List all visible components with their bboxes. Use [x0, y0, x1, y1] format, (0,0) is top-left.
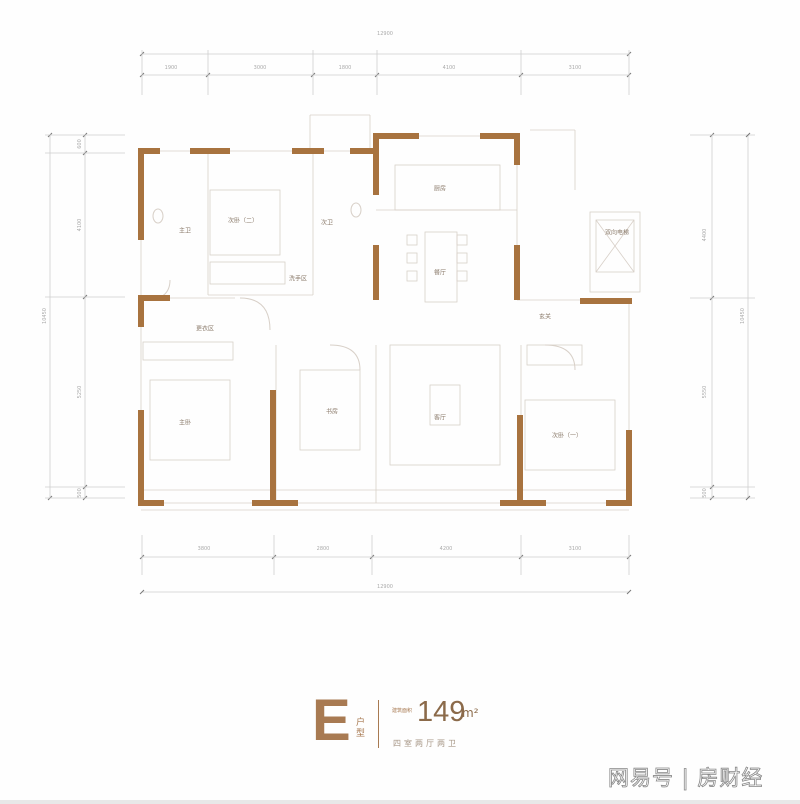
room-label-second-bath: 次卫	[320, 219, 334, 227]
dim-tick	[745, 495, 751, 501]
dim-top-2: 3000	[253, 65, 267, 71]
structural-wall	[480, 133, 520, 139]
chair-icon	[456, 252, 468, 264]
structural-wall	[373, 245, 379, 300]
structural-wall	[626, 430, 632, 506]
dim-bottom-3: 4200	[439, 546, 453, 552]
dim-left-total: 10450	[42, 308, 48, 324]
bed-icon	[149, 379, 231, 461]
unit-type-letter: E	[312, 688, 351, 753]
area-label: 建筑面积	[392, 708, 413, 714]
wardrobe-icon	[209, 261, 286, 285]
toilet-icon	[350, 202, 362, 218]
area-unit: m²	[462, 706, 479, 720]
dim-top-3: 1800	[338, 65, 352, 71]
structural-wall	[252, 500, 298, 506]
dining-table-icon	[424, 231, 458, 303]
structural-wall	[292, 148, 324, 154]
structural-wall	[373, 133, 419, 139]
structural-wall	[190, 148, 230, 154]
dim-right-3: 500	[702, 488, 708, 498]
room-label-study: 书房	[325, 408, 339, 416]
structural-wall	[514, 133, 520, 165]
room-label-dressing: 更衣区	[195, 325, 215, 333]
bed-icon	[209, 189, 281, 256]
dim-bottom-2: 2800	[316, 546, 330, 552]
chair-icon	[456, 234, 468, 246]
room-label-kitchen: 厨房	[433, 185, 447, 193]
room-label-bedroom2: 次卧（二）	[227, 217, 259, 225]
elevator-car	[595, 219, 635, 273]
room-label-master-bedroom: 主卧	[178, 419, 192, 427]
structural-wall	[138, 295, 170, 301]
structural-wall	[517, 415, 523, 505]
chair-icon	[406, 252, 418, 264]
elevator-shaft	[589, 211, 641, 293]
door-swing-icon	[544, 344, 576, 371]
toilet-icon	[152, 208, 164, 224]
layout-description: 四室两厅两卫	[393, 739, 459, 748]
door-swing-icon	[329, 344, 361, 371]
bottom-divider	[0, 800, 800, 804]
dim-top-total: 12900	[377, 31, 393, 37]
dim-left-1: 600	[77, 139, 83, 149]
room-label-bedroom1: 次卧（一）	[551, 432, 583, 440]
structural-wall	[580, 298, 632, 304]
room-label-foyer: 玄关	[538, 313, 552, 321]
dim-left-2: 4100	[77, 218, 83, 232]
door-swing-icon	[239, 297, 271, 331]
dim-top-4: 4100	[442, 65, 456, 71]
title-divider	[378, 700, 379, 748]
room-label-dining: 餐厅	[433, 269, 447, 277]
structural-wall	[138, 148, 160, 154]
room-label-wash-area: 洗手区	[288, 275, 308, 283]
dim-right-total: 10450	[740, 308, 746, 324]
structural-wall	[138, 295, 144, 327]
desk-icon	[299, 369, 361, 451]
kitchen-counter-icon	[394, 164, 501, 211]
chair-icon	[406, 234, 418, 246]
structural-wall	[514, 245, 520, 300]
elevator-cross	[595, 219, 635, 273]
dim-bottom-1: 3800	[197, 546, 211, 552]
wardrobe-icon	[142, 341, 234, 361]
structural-wall	[606, 500, 632, 506]
chair-icon	[406, 270, 418, 282]
structural-wall	[138, 410, 144, 506]
watermark: 网易号 | 房财经	[608, 766, 764, 791]
structural-wall	[138, 500, 164, 506]
dim-bottom-4: 3100	[568, 546, 582, 552]
structural-wall	[373, 133, 379, 195]
dim-tick	[745, 132, 751, 138]
sofa-area-icon	[389, 344, 501, 466]
dim-top-1: 1900	[164, 65, 178, 71]
structural-wall	[270, 390, 276, 506]
room-label-elevator: 双向电梯	[604, 229, 630, 237]
dim-bottom-total: 12900	[377, 584, 393, 590]
structural-wall	[350, 148, 376, 154]
room-label-master-bath: 主卫	[178, 227, 192, 235]
structural-wall	[138, 148, 144, 240]
chair-icon	[456, 270, 468, 282]
area-value: 149	[417, 696, 466, 728]
dim-top-5: 3100	[568, 65, 582, 71]
dim-tick	[139, 589, 145, 595]
dim-right-1: 4400	[702, 228, 708, 242]
room-label-living: 客厅	[433, 414, 447, 422]
structural-wall	[500, 500, 546, 506]
dim-tick	[626, 589, 632, 595]
dim-left-4: 500	[77, 488, 83, 498]
unit-type-word: 户型	[356, 718, 366, 739]
wardrobe-icon	[526, 344, 583, 366]
coffee-table-icon	[429, 384, 461, 426]
dim-right-2: 5550	[702, 385, 708, 399]
bed-icon	[524, 399, 616, 471]
dim-left-3: 5250	[77, 385, 83, 399]
